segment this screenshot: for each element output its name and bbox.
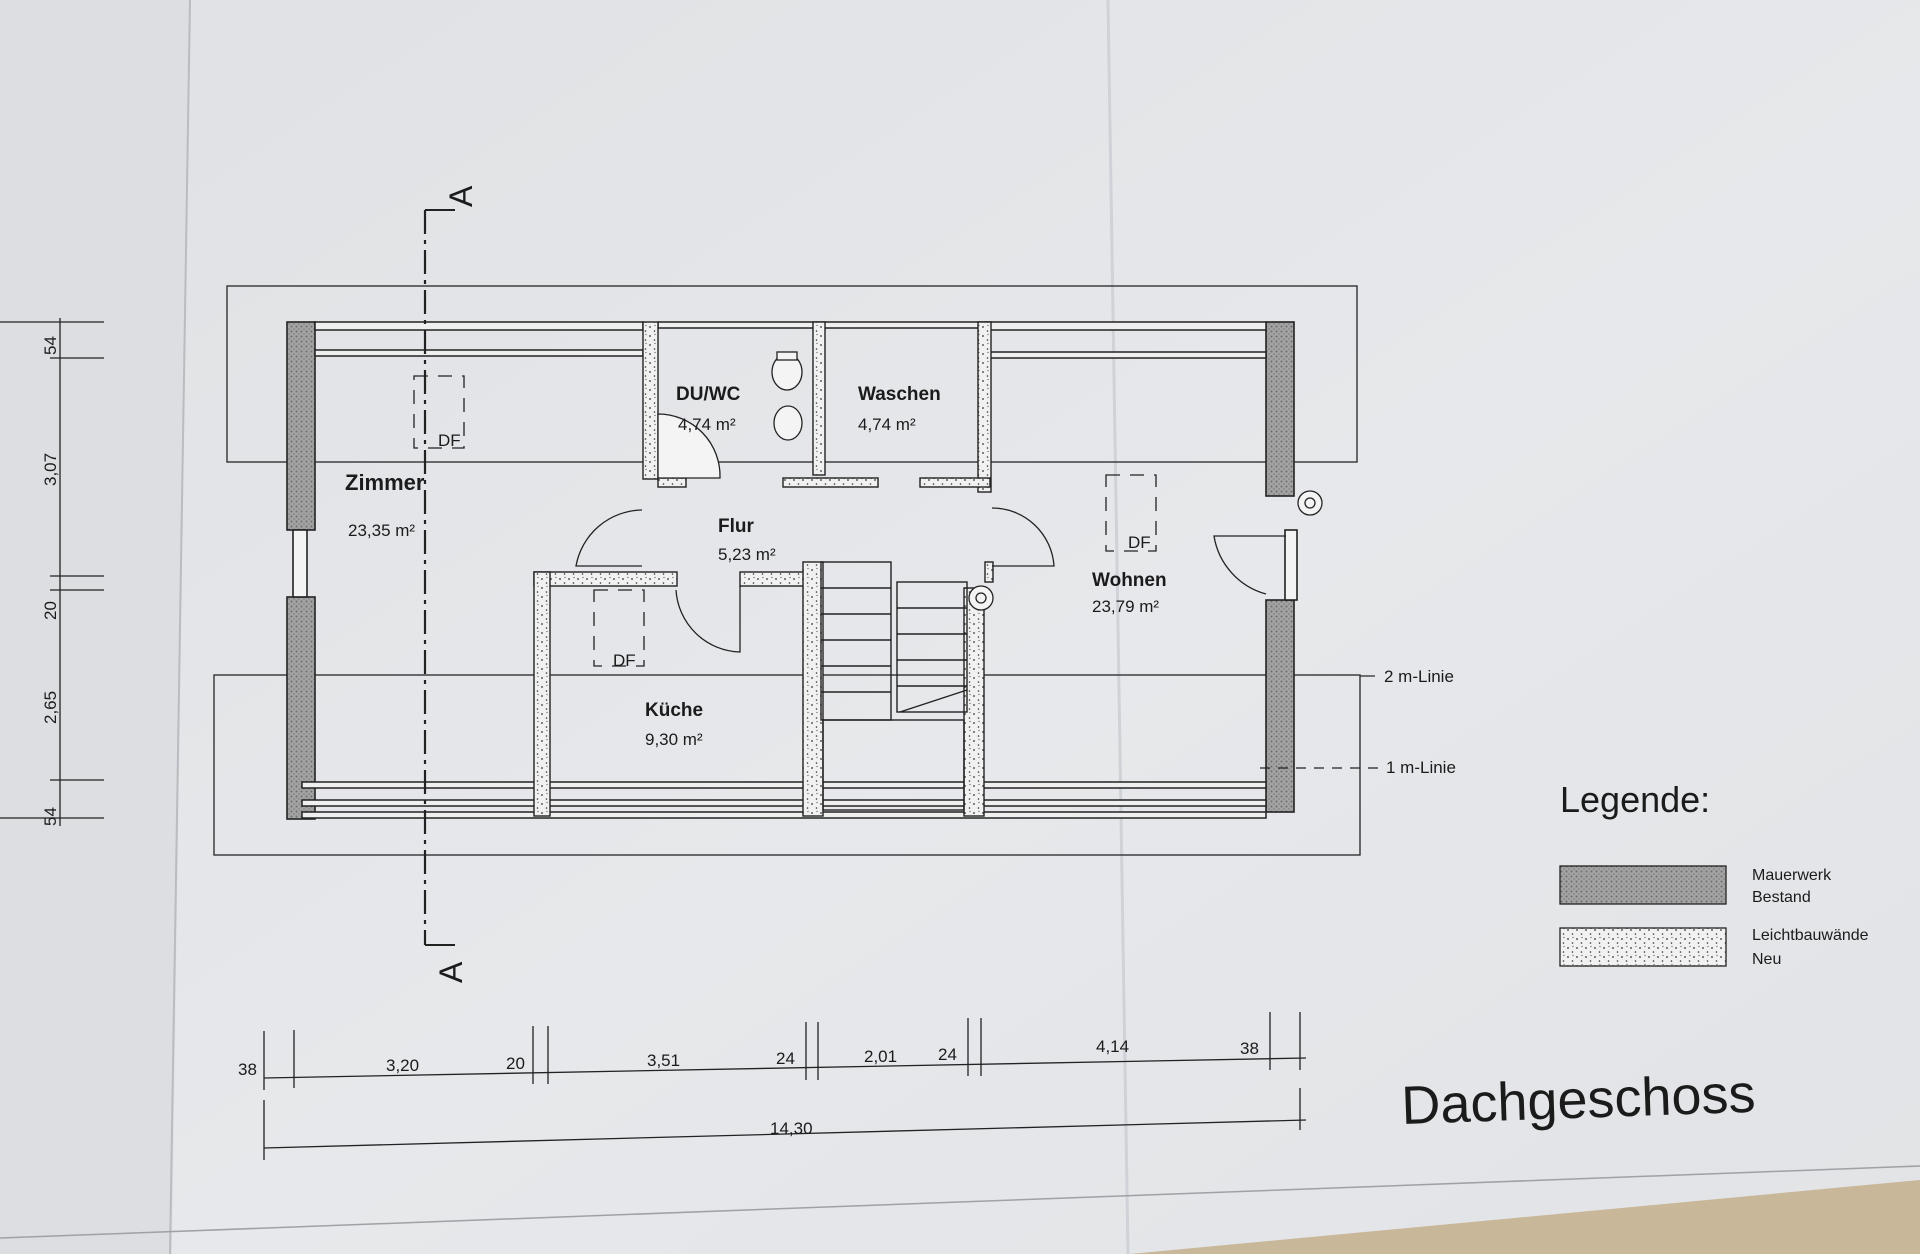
paper-bottom-edge (0, 1165, 1920, 1239)
dim-left-0: 54 (41, 336, 60, 355)
roof-outline-top (226, 285, 1358, 463)
legend-label-lightwall-1: Leichtbauwände (1752, 927, 1869, 944)
two-m-line-label: 2 m-Linie (1384, 667, 1454, 686)
room-name-kueche: Küche (645, 700, 703, 721)
chimney-center (968, 585, 994, 611)
section-marker-bottom: A (433, 961, 469, 983)
chimney-right (1297, 490, 1323, 516)
legend-label-lightwall-2: Neu (1752, 951, 1781, 968)
paper-left-panel (0, 0, 190, 1254)
legend-label-masonry-2: Bestand (1752, 889, 1811, 906)
dim-bottom-2: 20 (506, 1054, 525, 1073)
table-surface (1130, 1180, 1920, 1254)
dim-left-3: 2,65 (41, 691, 60, 724)
room-name-waschen: Waschen (858, 384, 941, 405)
room-name-zimmer: Zimmer (345, 470, 425, 495)
room-area-duwc: 4,74 m² (678, 415, 736, 434)
section-marker-top: A (443, 185, 479, 207)
room-area-waschen: 4,74 m² (858, 415, 916, 434)
washbasin (773, 405, 803, 441)
shower-tray (657, 413, 721, 479)
paper-fold-left (169, 0, 191, 1254)
paper-fold-middle (1106, 0, 1130, 1254)
sanitary-fixtures (657, 351, 1323, 611)
dim-bottom-5: 2,01 (864, 1047, 897, 1066)
door-swings (575, 507, 1286, 653)
dim-left-4: 54 (41, 807, 60, 826)
legend-swatch-masonry (1559, 865, 1727, 905)
interior-walls (533, 321, 994, 817)
room-area-wohnen: 23,79 m² (1092, 597, 1159, 616)
roof-outline-bottom (213, 674, 1361, 856)
masonry-walls (286, 321, 1298, 820)
room-area-zimmer: 23,35 m² (348, 521, 415, 540)
dimension-chain-bottom (263, 1012, 1307, 1160)
room-name-flur: Flur (718, 516, 754, 537)
legend-label-masonry-1: Mauerwerk (1752, 867, 1832, 884)
room-area-flur: 5,23 m² (718, 545, 776, 564)
dim-bottom-7: 4,14 (1096, 1037, 1129, 1056)
skylight-label-zimmer: DF (438, 431, 461, 450)
legend-swatch-lightwall (1559, 927, 1727, 967)
one-m-line-label: 1 m-Linie (1386, 758, 1456, 777)
dim-left-1: 3,07 (41, 453, 60, 486)
dim-bottom-3: 3,51 (647, 1051, 680, 1070)
staircase (820, 561, 968, 811)
dim-left-2: 20 (41, 601, 60, 620)
skylight-label-wohnen: DF (1128, 533, 1151, 552)
dim-bottom-6: 24 (938, 1045, 957, 1064)
dim-bottom-1: 3,20 (386, 1056, 419, 1075)
dim-bottom-4: 24 (776, 1049, 795, 1068)
dim-bottom-total: 14,30 (770, 1119, 813, 1138)
dim-bottom-8: 38 (1240, 1039, 1259, 1058)
room-area-kueche: 9,30 m² (645, 730, 703, 749)
room-name-duwc: DU/WC (676, 384, 741, 405)
skylight-outlines (413, 375, 1157, 667)
room-name-wohnen: Wohnen (1092, 570, 1167, 591)
dimension-chain-left (0, 318, 104, 826)
legend-title: Legende: (1560, 779, 1710, 820)
dim-bottom-0: 38 (238, 1060, 257, 1079)
plan-title: Dachgeschoss (1400, 1064, 1756, 1136)
skylight-label-kueche: DF (613, 651, 636, 670)
